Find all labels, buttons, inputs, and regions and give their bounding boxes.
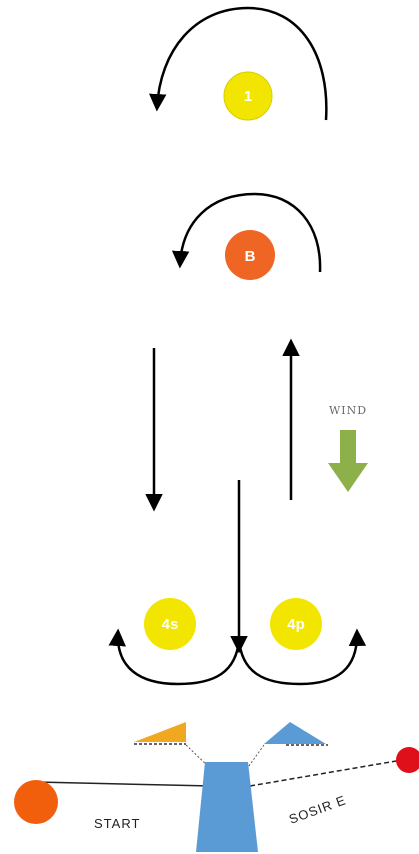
mark-b-rounding-arrow [171, 192, 322, 273]
finish-boat-buoy [396, 747, 419, 773]
gate-mark-4p-buoy: 4p [270, 598, 322, 650]
start-label: START [94, 816, 140, 831]
finish-label: SOSIR E [287, 792, 348, 827]
start-line [35, 781, 213, 787]
mark-b-label: B [245, 248, 256, 265]
start-left-flag [134, 722, 186, 745]
start-pin-buoy [14, 780, 58, 824]
wind-direction-arrow [328, 430, 368, 492]
gate-left-rounding-arrow [108, 628, 241, 686]
gate-mark-4p-label: 4p [287, 616, 305, 633]
mark-1-rounding-arrow [148, 6, 328, 121]
start-guide-right [245, 744, 265, 771]
mark-1-buoy: 1 [223, 71, 273, 121]
gate-mark-4s-label: 4s [162, 616, 179, 633]
mark-b-buoy: B [225, 230, 275, 280]
mark-1-label: 1 [244, 88, 252, 105]
gate-mark-4s-buoy: 4s [144, 598, 196, 650]
start-right-flag [264, 722, 328, 746]
committee-boat [196, 762, 258, 852]
gate-right-rounding-arrow [237, 628, 367, 686]
finish-line [249, 759, 403, 787]
wind-label: WIND [329, 404, 367, 417]
